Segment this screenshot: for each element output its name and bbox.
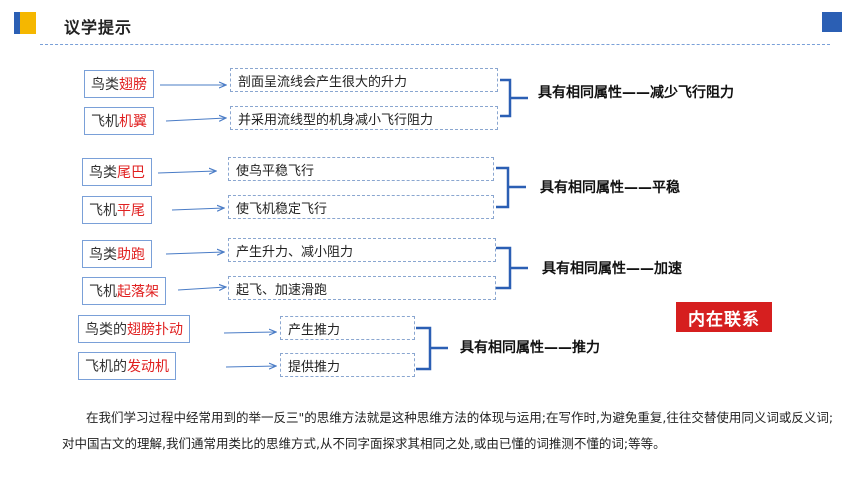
desc-plane-gear: 起飞、加速滑跑 [228,276,496,300]
conclusion-1: 具有相同属性——减少飞行阻力 [538,85,734,101]
arrow-3b [177,287,226,290]
bracket-4 [416,326,448,371]
term-plane-wing: 飞机机翼 [84,107,154,135]
term-plane-engine: 飞机的发动机 [78,352,176,380]
conclusion-4: 具有相同属性——推力 [460,340,600,356]
inner-connection-badge: 内在联系 [676,302,772,332]
arrow-3a [165,252,224,254]
explanation-paragraph: 在我们学习过程中经常用到的举一反三"的思维方法就是这种思维方法的体现与运用;在写… [62,410,834,451]
term-plane-tail: 飞机平尾 [82,196,152,224]
page-title: 议学提示 [64,18,133,37]
desc-bird-tail: 使鸟平稳飞行 [228,157,494,181]
desc-plane-engine: 提供推力 [280,353,415,377]
arrow-1b [165,118,226,121]
arrow-2b [171,208,224,210]
desc-plane-tail: 使飞机稳定飞行 [228,195,494,219]
arrow-2a [157,171,216,173]
header-divider [40,44,830,45]
bracket-2 [496,166,526,209]
conclusion-3: 具有相同属性——加速 [542,261,682,277]
corner-decoration-blue-right [822,12,842,32]
desc-bird-wing: 剖面呈流线会产生很大的升力 [230,68,498,92]
bracket-1 [500,78,528,118]
bracket-3 [496,246,528,290]
term-bird-flap: 鸟类的翅膀扑动 [78,315,190,343]
arrow-4a [223,332,276,333]
term-bird-wing: 鸟类翅膀 [84,70,154,98]
term-plane-gear: 飞机起落架 [82,277,166,305]
arrow-4b [225,366,276,367]
conclusion-2: 具有相同属性——平稳 [540,180,680,196]
term-bird-run: 鸟类助跑 [82,240,152,268]
desc-bird-run: 产生升力、减小阻力 [228,238,496,262]
desc-plane-wing: 并采用流线型的机身减小飞行阻力 [230,106,498,130]
corner-decoration-blue-left [14,12,20,34]
desc-bird-flap: 产生推力 [280,316,415,340]
term-bird-tail: 鸟类尾巴 [82,158,152,186]
